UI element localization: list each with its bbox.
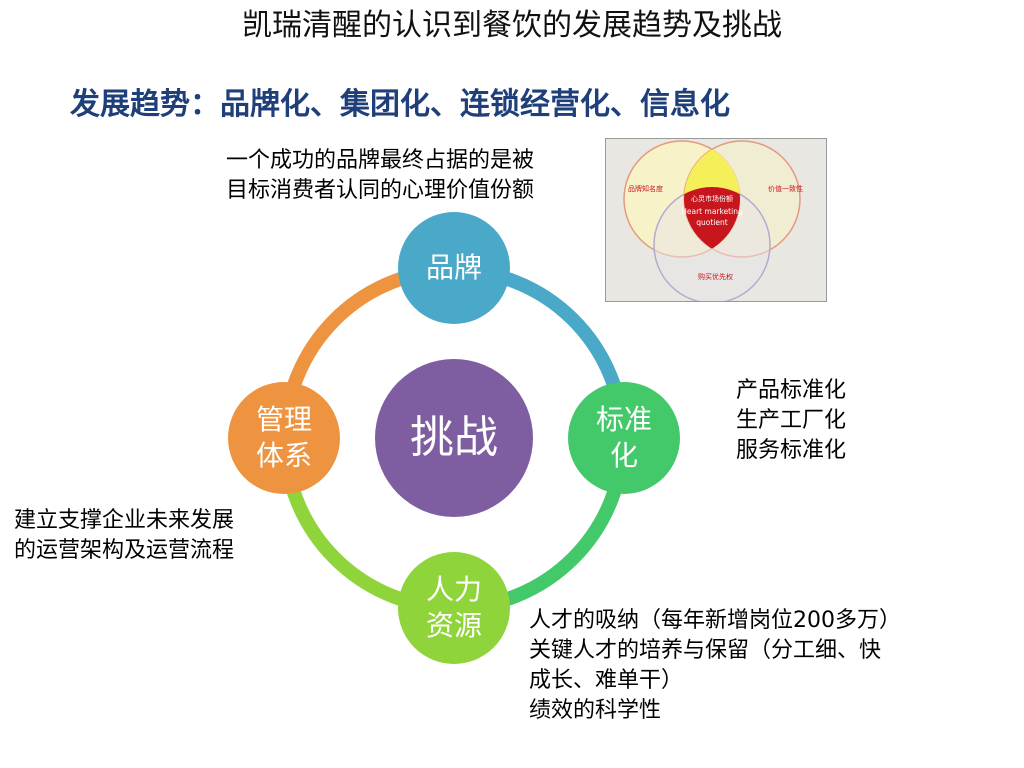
node-human-resources: 人力 资源 [398,552,510,664]
venn-label-left: 品牌知名度 [628,184,663,193]
hr-note-line: 绩效的科学性 [529,698,662,723]
node-challenge-label: 挑战 [410,412,498,463]
brand-note: 一个成功的品牌最终占据的是被 目标消费者认同的心理价值份额 [226,146,534,206]
venn-label-bottom: 购买优先权 [698,272,733,281]
heart-marketing-venn: 品牌知名度 价值一致性 购买优先权 心灵市场份额 Heart marketing… [605,138,827,302]
venn-center-line3: quotient [696,218,727,227]
trend-heading: 发展趋势：品牌化、集团化、连锁经营化、信息化 [70,87,730,122]
standardization-note-line: 生产工厂化 [736,408,847,433]
standardization-note-line: 服务标准化 [736,438,847,463]
node-management-system-label: 管理 体系 [255,403,312,472]
node-standardization-label: 标准 化 [595,403,652,472]
node-challenge-center: 挑战 [375,359,533,517]
venn-center-line1: 心灵市场份额 [691,194,733,203]
brand-note-line: 目标消费者认同的心理价值份额 [226,178,535,203]
hr-note-line: 成长、难单干） [529,668,684,693]
venn-svg: 品牌知名度 价值一致性 购买优先权 心灵市场份额 Heart marketing… [606,139,826,301]
management-note-line: 的运营架构及运营流程 [14,538,235,563]
node-brand: 品牌 [398,212,510,324]
standardization-note-line: 产品标准化 [736,378,847,403]
brand-note-line: 一个成功的品牌最终占据的是被 [226,148,535,173]
hr-note-line: 关键人才的培养与保留（分工细、快 [529,638,882,663]
management-note: 建立支撑企业未来发展 的运营架构及运营流程 [14,506,234,566]
node-management-system: 管理 体系 [228,382,340,494]
hr-note-line: 人才的吸纳（每年新增岗位200多万） [529,608,901,633]
standardization-note: 产品标准化 生产工厂化 服务标准化 [736,376,846,466]
node-human-resources-label: 人力 资源 [425,573,482,642]
node-standardization: 标准 化 [568,382,680,494]
node-brand-label: 品牌 [425,251,482,284]
venn-label-right: 价值一致性 [768,184,803,193]
hr-note: 人才的吸纳（每年新增岗位200多万） 关键人才的培养与保留（分工细、快 成长、难… [529,606,901,726]
venn-center-line2: Heart marketing [681,207,743,216]
management-note-line: 建立支撑企业未来发展 [14,508,235,533]
page-title: 凯瑞清醒的认识到餐饮的发展趋势及挑战 [242,8,782,43]
